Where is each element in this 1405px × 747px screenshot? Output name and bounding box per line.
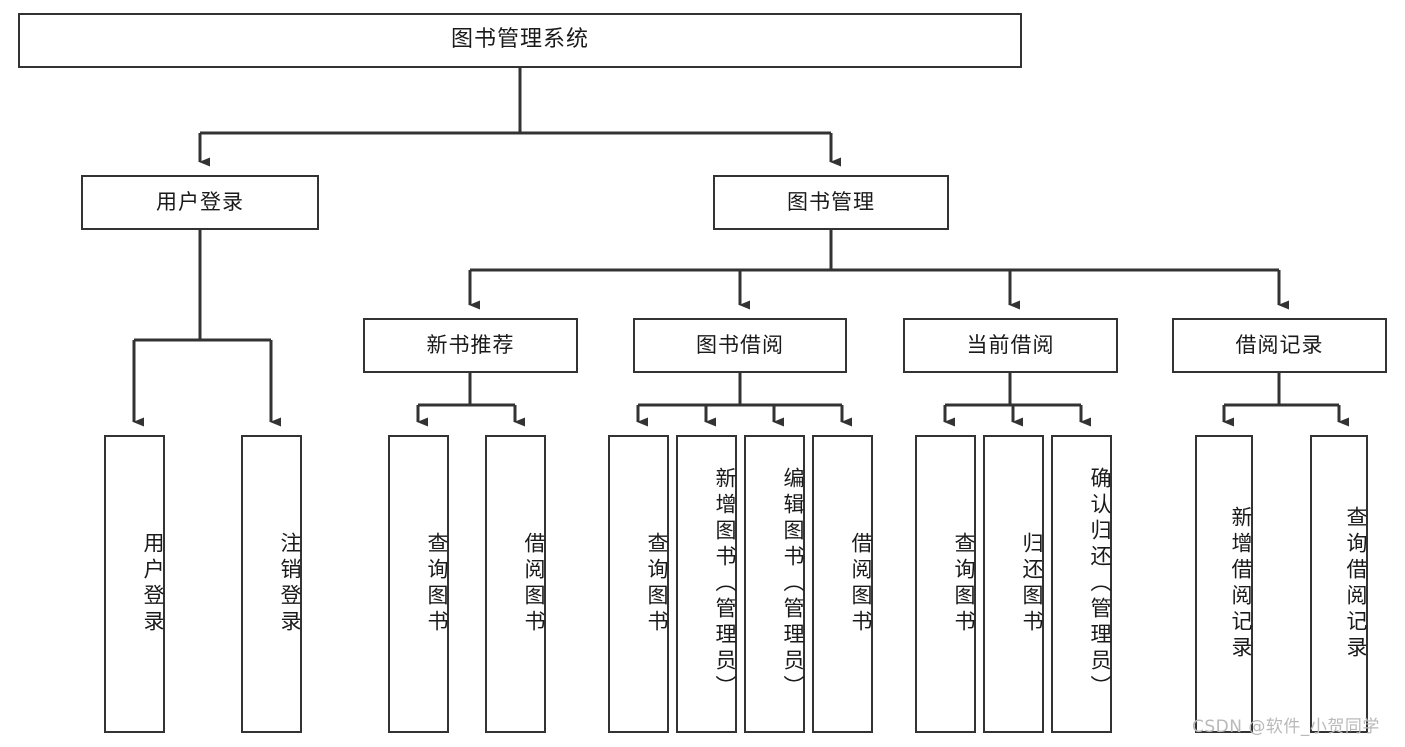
node-user-login-label: 用户登录 <box>156 189 244 214</box>
node-leaf-add-record-label: 新增借阅记录 <box>1229 506 1253 662</box>
node-root-label: 图书管理系统 <box>450 27 589 53</box>
node-leaf-borrow-book-2-label: 借阅图书 <box>849 532 873 636</box>
node-leaf-borrow-book-1[interactable]: 借阅图书 <box>485 435 546 733</box>
node-book-borrow-label: 图书借阅 <box>696 332 784 357</box>
node-new-book-rec[interactable]: 新书推荐 <box>363 318 578 373</box>
node-leaf-query-book-1[interactable]: 查询图书 <box>388 435 449 733</box>
node-leaf-return-book[interactable]: 归还图书 <box>983 435 1044 733</box>
node-leaf-user-login[interactable]: 用户登录 <box>104 435 165 733</box>
node-leaf-query-book-2[interactable]: 查询图书 <box>608 435 669 733</box>
node-book-borrow[interactable]: 图书借阅 <box>633 318 847 373</box>
node-root[interactable]: 图书管理系统 <box>18 13 1022 68</box>
node-leaf-confirm-return-label: 确认归还（管理员） <box>1088 467 1112 701</box>
node-leaf-confirm-return[interactable]: 确认归还（管理员） <box>1051 435 1112 733</box>
node-current-borrow-label: 当前借阅 <box>966 332 1055 357</box>
node-leaf-logout-label: 注销登录 <box>278 532 302 636</box>
node-book-manage-label: 图书管理 <box>787 189 875 214</box>
node-leaf-borrow-book-1-label: 借阅图书 <box>522 532 546 636</box>
node-leaf-query-book-2-label: 查询图书 <box>645 532 669 636</box>
node-leaf-add-book[interactable]: 新增图书（管理员） <box>676 435 737 733</box>
node-leaf-query-book-3-label: 查询图书 <box>952 532 976 636</box>
node-leaf-query-book-1-label: 查询图书 <box>425 532 449 636</box>
node-leaf-query-record[interactable]: 查询借阅记录 <box>1310 435 1368 733</box>
node-leaf-return-book-label: 归还图书 <box>1020 532 1044 636</box>
node-leaf-query-record-label: 查询借阅记录 <box>1344 506 1368 662</box>
node-user-login[interactable]: 用户登录 <box>81 175 319 230</box>
node-leaf-add-record[interactable]: 新增借阅记录 <box>1195 435 1253 733</box>
node-new-book-rec-label: 新书推荐 <box>426 332 515 357</box>
node-leaf-edit-book[interactable]: 编辑图书（管理员） <box>744 435 805 733</box>
node-leaf-add-book-label: 新增图书（管理员） <box>713 467 737 701</box>
node-leaf-logout[interactable]: 注销登录 <box>241 435 302 733</box>
node-book-manage[interactable]: 图书管理 <box>713 175 949 230</box>
node-leaf-edit-book-label: 编辑图书（管理员） <box>781 467 805 701</box>
node-borrow-record[interactable]: 借阅记录 <box>1172 318 1387 373</box>
node-leaf-query-book-3[interactable]: 查询图书 <box>915 435 976 733</box>
node-borrow-record-label: 借阅记录 <box>1235 332 1324 357</box>
node-leaf-user-login-label: 用户登录 <box>141 532 165 636</box>
node-current-borrow[interactable]: 当前借阅 <box>903 318 1118 373</box>
node-leaf-borrow-book-2[interactable]: 借阅图书 <box>812 435 873 733</box>
